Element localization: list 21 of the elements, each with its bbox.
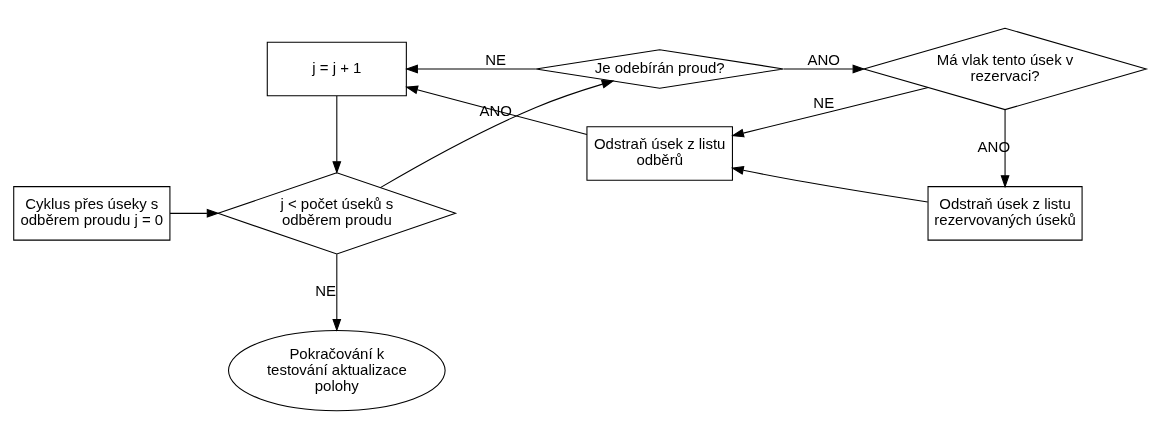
edge-label: NE: [315, 282, 336, 300]
arrow: [332, 95, 342, 175]
arrow: [379, 79, 615, 189]
arrow: [169, 208, 220, 218]
edge-label: NE: [813, 93, 835, 111]
arrow: [783, 64, 866, 74]
arrow: [730, 165, 929, 203]
node-diamond: j < počet úseků s odběrem proudu: [216, 172, 458, 255]
node-ellipse: Pokračování k testování aktualizace polohy: [227, 330, 446, 412]
edge-label: ANO: [807, 50, 840, 68]
node-box: Odstraň úsek z listu rezervovaných úseků: [927, 186, 1083, 241]
edge-label: NE: [485, 50, 507, 68]
node-box: Cyklus přes úseky s odběrem proudu j = 0: [13, 186, 171, 241]
node-diamond: Má vlak tento úsek v rezervaci?: [861, 27, 1149, 111]
arrow: [405, 64, 537, 74]
node-box: Odstraň úsek z listu odběrů: [586, 126, 733, 181]
node-box: j = j + 1: [266, 41, 407, 97]
arrow: [731, 87, 929, 138]
arrow: [1000, 109, 1010, 189]
arrow: [405, 85, 588, 136]
arrow: [332, 253, 342, 332]
